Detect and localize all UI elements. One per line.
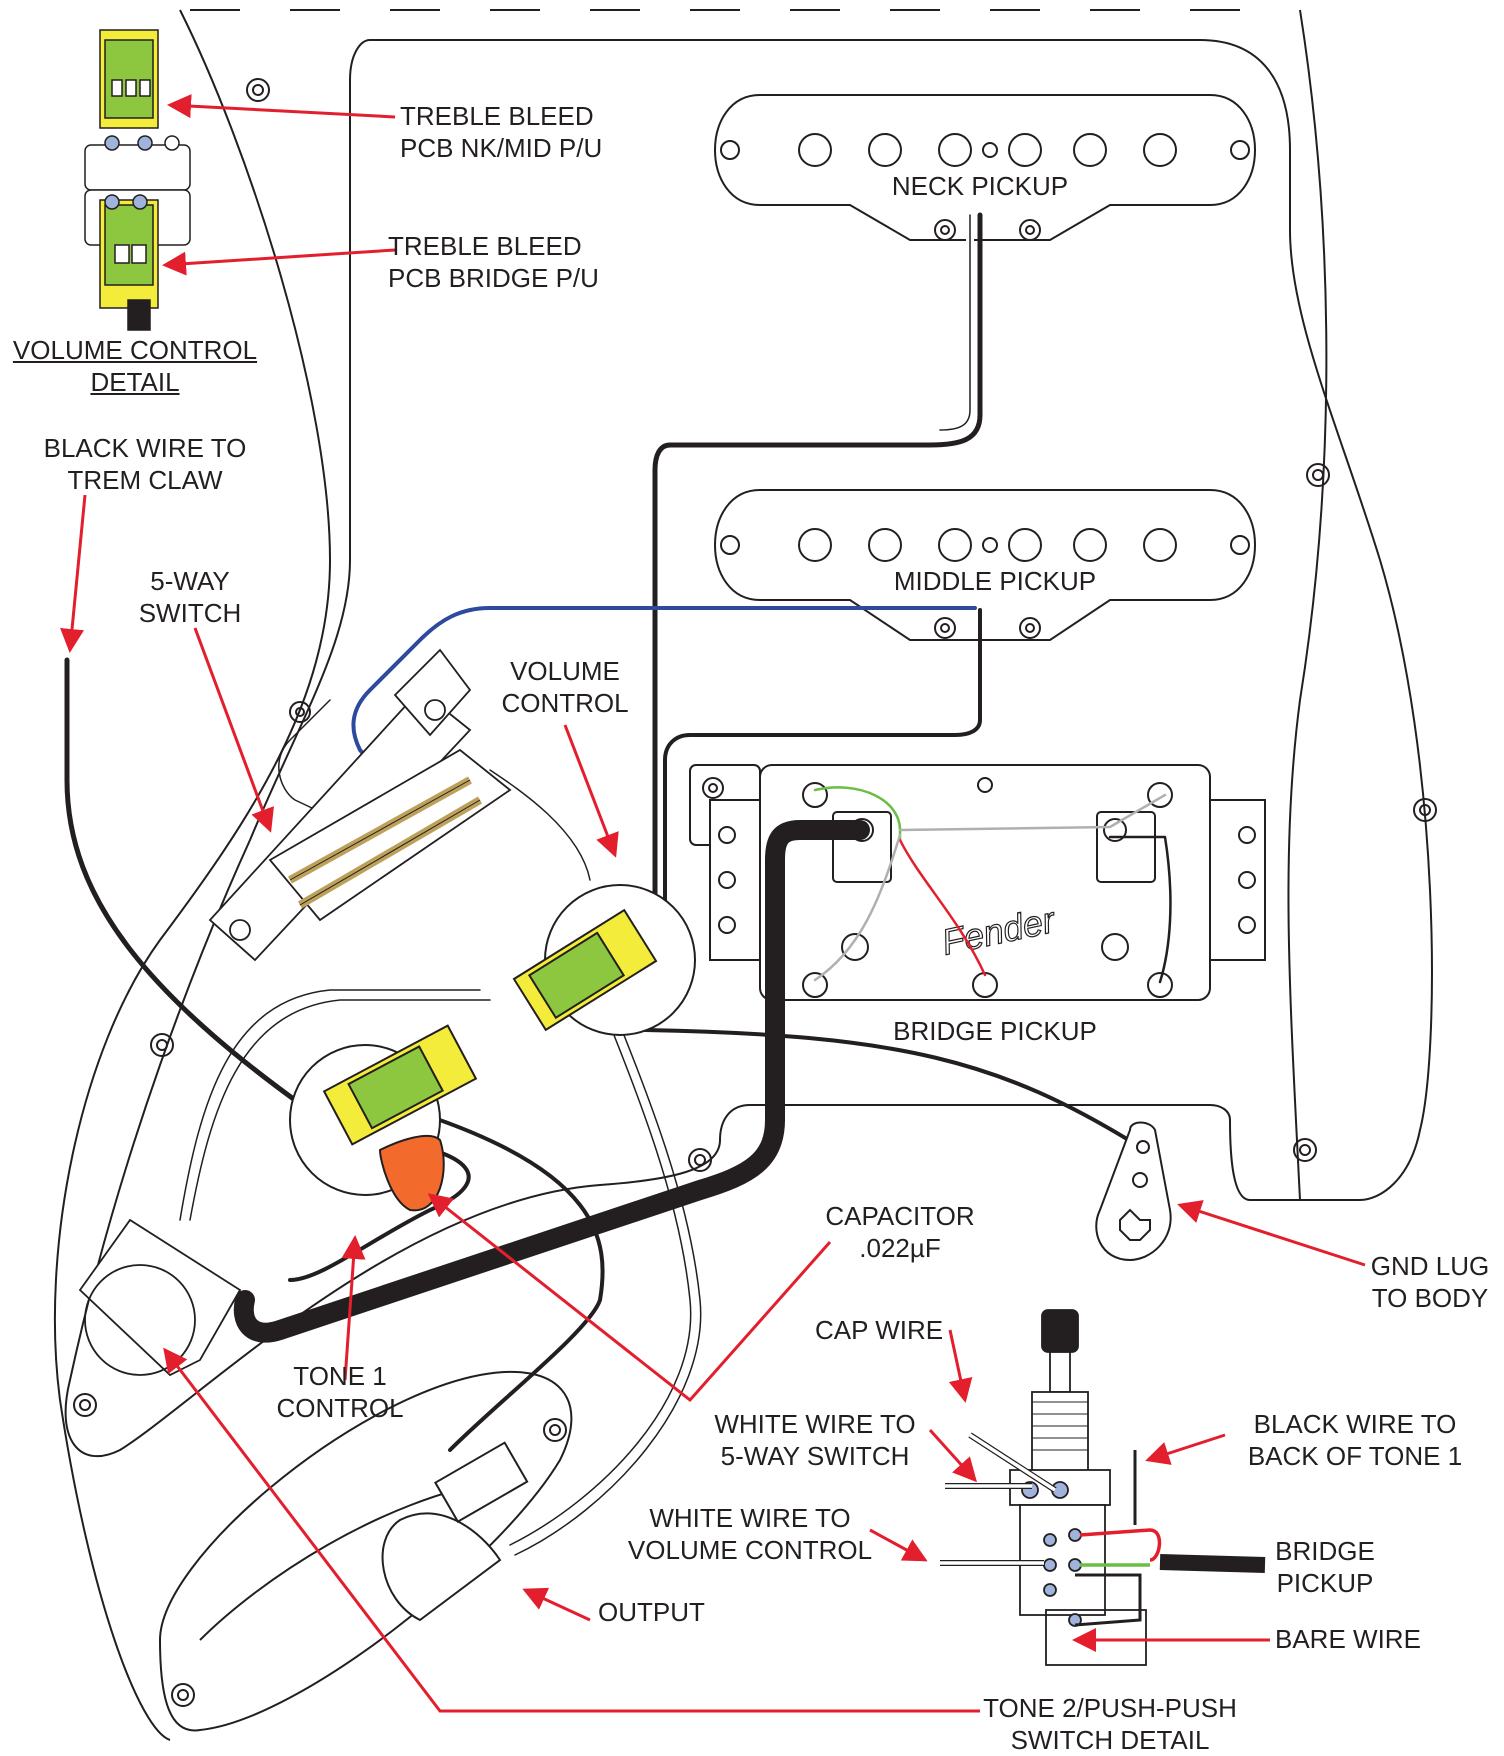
five-way-switch bbox=[208, 648, 512, 962]
tone2-pot bbox=[78, 1218, 242, 1377]
gnd-lug bbox=[1095, 1121, 1172, 1262]
label-middle-pickup: MIDDLE PICKUP bbox=[893, 566, 1097, 596]
middle-pickup bbox=[714, 489, 1256, 641]
guitar-body-outline bbox=[53, 9, 1328, 1741]
label-output: OUTPUT bbox=[598, 1597, 705, 1627]
label-neck-pickup: NECK PICKUP bbox=[891, 171, 1069, 201]
tone1-pot bbox=[289, 1024, 478, 1212]
label-bare-wire: BARE WIRE bbox=[1275, 1624, 1421, 1654]
label-bridge-pickup: BRIDGE PICKUP bbox=[893, 1016, 1097, 1046]
leader-arrows bbox=[60, 94, 1366, 1713]
volume-pot bbox=[512, 884, 696, 1036]
output-jack bbox=[158, 1370, 573, 1732]
label-capacitor: CAPACITOR.022µF bbox=[825, 1201, 975, 1263]
wires bbox=[64, 211, 1172, 1556]
tone2-switch-detail-drawing bbox=[940, 1309, 1266, 1666]
pickguard-screws bbox=[73, 78, 1437, 1707]
label-cap-wire: CAP WIRE bbox=[815, 1315, 944, 1345]
neck-pickup bbox=[714, 94, 1256, 241]
volume-control-detail-drawing bbox=[84, 29, 191, 331]
pickguard-outline bbox=[64, 39, 1433, 1458]
